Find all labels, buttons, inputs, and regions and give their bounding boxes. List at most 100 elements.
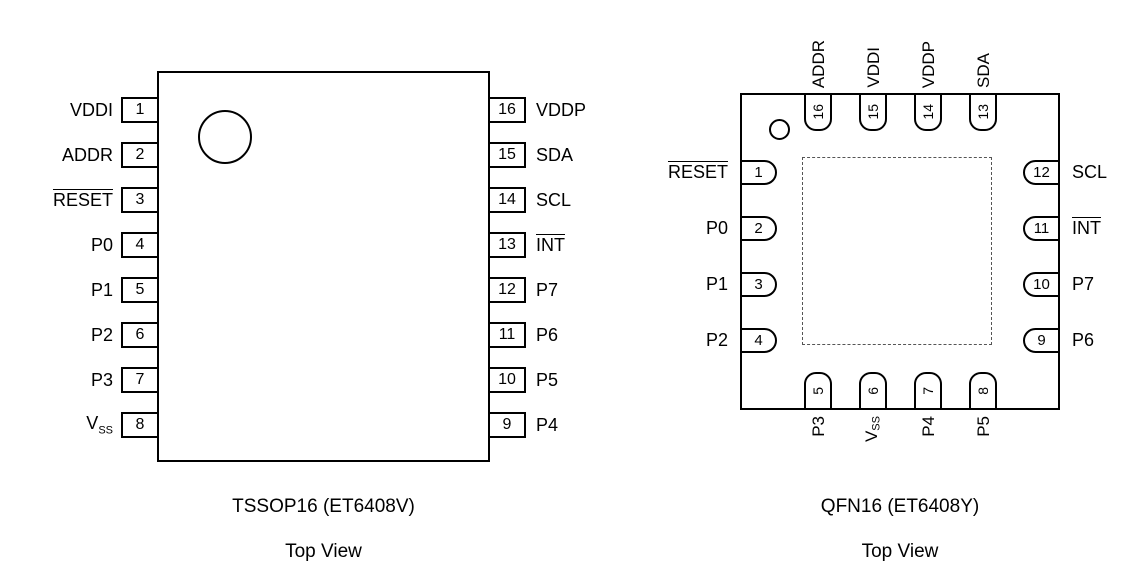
pin-label-text: ADDR xyxy=(808,39,828,88)
qfn-pad: 14 xyxy=(914,93,942,131)
qfn-pad: 6 xyxy=(859,372,887,410)
qfn-pin-label: P1 xyxy=(612,272,728,297)
pin-label-text: P1 xyxy=(705,274,728,294)
tssop-pin-row: 13 INT xyxy=(488,232,586,258)
pin-label-text: P4 xyxy=(918,416,938,437)
qfn-pad: 10 xyxy=(1023,272,1060,297)
pin1-indicator-circle xyxy=(198,110,252,164)
pin-number-box: 2 xyxy=(121,142,159,168)
tssop-pin-row: 12 P7 xyxy=(488,277,586,303)
pin-label: VDDI xyxy=(69,100,113,120)
tssop-left-pin-column: VDDI 1 ADDR 2 RESET 3 P0 4 P1 5 P2 6 xyxy=(8,97,159,438)
pin-label: P6 xyxy=(536,325,559,345)
qfn-pad: 13 xyxy=(969,93,997,131)
pin-label: SDA xyxy=(536,145,574,165)
active-low-label: RESET xyxy=(667,162,728,182)
vss-main: V xyxy=(86,412,99,433)
qfn-pin-label: VDDI xyxy=(859,4,887,88)
pin-label: VDDP xyxy=(536,100,587,120)
pin-label: ADDR xyxy=(61,145,113,165)
pin-number-box: 6 xyxy=(121,322,159,348)
qfn-caption: QFN16 (ET6408Y) xyxy=(820,496,980,517)
tssop-pin-row: P2 6 xyxy=(8,322,159,348)
qfn-pad: 4 xyxy=(740,328,777,353)
tssop-pin-row: 9 P4 xyxy=(488,412,586,438)
pin-number: 2 xyxy=(754,220,763,237)
tssop-pin-row: 14 SCL xyxy=(488,187,586,213)
pin-number: 16 xyxy=(810,104,826,120)
pin-label: SCL xyxy=(536,190,572,210)
pin-label-text: SDA xyxy=(973,53,993,88)
active-low-label: INT xyxy=(536,235,565,255)
pin-number: 12 xyxy=(1033,164,1050,181)
qfn-pin-label: P7 xyxy=(1072,272,1140,297)
pin-label: P4 xyxy=(536,415,559,435)
tssop-pin-row: P0 4 xyxy=(8,232,159,258)
pin-label-text: VDDI xyxy=(863,47,883,88)
pin-number: 9 xyxy=(1037,332,1046,349)
qfn-pad: 9 xyxy=(1023,328,1060,353)
tssop-pin-row: P3 7 xyxy=(8,367,159,393)
qfn-view-label: Top View xyxy=(861,541,939,562)
tssop-pin-row: P1 5 xyxy=(8,277,159,303)
pin-label-text: VSS xyxy=(862,416,882,443)
pin-number-box: 13 xyxy=(488,232,526,258)
tssop-pin-row: RESET 3 xyxy=(8,187,159,213)
pin-label-text: SCL xyxy=(1072,162,1108,182)
tssop-pin-row: 11 P6 xyxy=(488,322,586,348)
pin-number: 4 xyxy=(754,332,763,349)
qfn-pin-label: SDA xyxy=(969,4,997,88)
pin1-indicator-dot xyxy=(769,119,790,140)
pin-label: VSS xyxy=(8,414,113,437)
qfn-pin-label: P3 xyxy=(804,416,832,508)
tssop-pin-row: VSS 8 xyxy=(8,412,159,438)
pin-number-box: 9 xyxy=(488,412,526,438)
pin-number-box: 4 xyxy=(121,232,159,258)
qfn-pad: 11 xyxy=(1023,216,1060,241)
tssop-pin-row: 16 VDDP xyxy=(488,97,586,123)
pin-label-text: P5 xyxy=(973,416,993,437)
qfn-pin-label: VSS xyxy=(859,416,887,508)
qfn-pad: 2 xyxy=(740,216,777,241)
tssop-right-pin-column: 16 VDDP 15 SDA 14 SCL 13 INT 12 P7 11 P6 xyxy=(488,97,586,438)
tssop-caption: TSSOP16 (ET6408V) xyxy=(232,496,415,517)
tssop-view-label: Top View xyxy=(285,541,362,562)
active-low-label: INT xyxy=(1072,218,1101,238)
vss-main: V xyxy=(862,430,882,443)
pin-number: 1 xyxy=(754,164,763,181)
qfn-pin-label: P4 xyxy=(914,416,942,508)
pin-label-text: P6 xyxy=(1072,330,1095,350)
pin-label: INT xyxy=(536,236,565,254)
pin-label: P0 xyxy=(90,235,113,255)
pin-label: P1 xyxy=(90,280,113,300)
pin-number-box: 7 xyxy=(121,367,159,393)
pin-number: 5 xyxy=(810,387,826,395)
qfn-pad: 15 xyxy=(859,93,887,131)
tssop-pin-row: VDDI 1 xyxy=(8,97,159,123)
pin-number-box: 14 xyxy=(488,187,526,213)
qfn-package-body xyxy=(740,93,1060,410)
tssop-package-body xyxy=(157,71,490,462)
active-low-label: RESET xyxy=(52,190,113,210)
pin-label-text: P2 xyxy=(705,330,728,350)
tssop-pin-row: 10 P5 xyxy=(488,367,586,393)
pin-number: 11 xyxy=(1033,220,1050,237)
qfn-pin-label: P0 xyxy=(612,216,728,241)
exposed-pad-outline xyxy=(802,157,992,345)
qfn-pin-label: VDDP xyxy=(914,4,942,88)
qfn-pin-label: ADDR xyxy=(804,4,832,88)
pin-number-box: 16 xyxy=(488,97,526,123)
pin-number: 13 xyxy=(975,104,991,120)
pin-number: 10 xyxy=(1033,276,1050,293)
pin-number: 6 xyxy=(865,387,881,395)
vss-subscript: SS xyxy=(98,424,113,437)
pin-number: 3 xyxy=(754,276,763,293)
pin-number-box: 11 xyxy=(488,322,526,348)
qfn-pin-label: SCL xyxy=(1072,160,1140,185)
qfn-pad: 3 xyxy=(740,272,777,297)
pin-number: 8 xyxy=(975,387,991,395)
pin-number-box: 1 xyxy=(121,97,159,123)
pin-label-text: P0 xyxy=(705,218,728,238)
qfn-pad: 5 xyxy=(804,372,832,410)
